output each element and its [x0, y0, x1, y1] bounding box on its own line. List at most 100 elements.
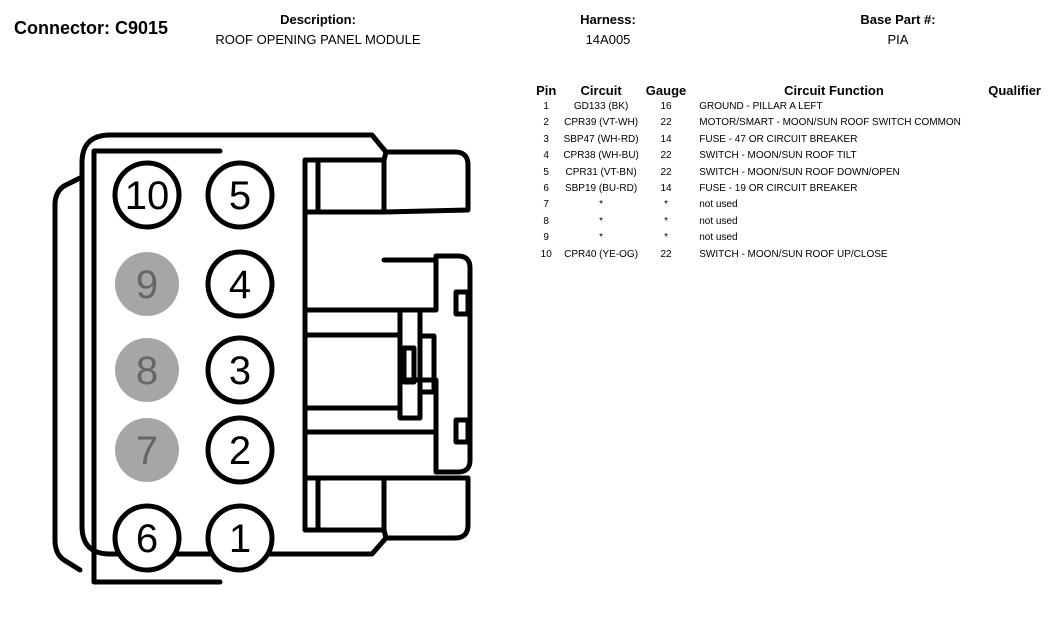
cell-qualifier — [977, 99, 1041, 115]
pin-label: 5 — [229, 174, 251, 218]
pin-circle — [112, 160, 182, 230]
cell-circuit: CPR31 (VT-BN) — [565, 166, 637, 178]
cell-pin: 1 — [543, 101, 549, 112]
housing-lock-outer — [433, 253, 473, 475]
cell-circuit: CPR38 (WH-BU) — [563, 150, 639, 162]
column-header-qualifier: Qualifier — [988, 83, 1041, 98]
pin-label: 7 — [136, 429, 158, 473]
table-row: 10 CPR40 (YE-OG) 22 SWITCH - MOON/SUN ROOF … — [531, 247, 1041, 263]
pin-label: 10 — [125, 174, 170, 218]
pin-label: 6 — [136, 517, 158, 561]
cell-function: GROUND - PILLAR A LEFT — [699, 101, 823, 112]
pin-label: 2 — [229, 429, 251, 473]
cell-function: SWITCH - MOON/SUN ROOF UP/CLOSE — [699, 248, 888, 260]
pin-circle — [205, 415, 275, 485]
pin-circle — [205, 249, 275, 319]
pin-label: 9 — [136, 263, 158, 307]
cell-circuit: GD133 (BK) — [573, 101, 629, 112]
cell-function: not used — [699, 215, 738, 227]
housing-right-upper-tab — [381, 149, 471, 215]
housing-lock-slot — [401, 345, 417, 385]
housing-lock-clip-bottom — [453, 417, 471, 445]
cell-pin: 9 — [543, 232, 549, 244]
cell-circuit: * — [599, 215, 604, 227]
pin-circle — [112, 503, 182, 573]
column-header-pin: Pin — [536, 83, 557, 98]
cell-qualifier — [977, 247, 1041, 263]
pin-2: 2 — [205, 415, 275, 485]
cell-circuit: * — [599, 199, 604, 211]
table-row: 9**not used — [531, 230, 1041, 246]
cell-qualifier — [977, 148, 1041, 164]
cell-gauge: 22 — [660, 150, 672, 162]
cell-function: FUSE - 19 OR CIRCUIT BREAKER — [699, 183, 858, 195]
housing-right-lower-tab — [381, 475, 471, 541]
column-header-gauge: Gauge — [645, 83, 687, 98]
column-header-circuit: Circuit — [580, 83, 622, 98]
pin-circle — [115, 418, 179, 482]
housing-lock-clip-top — [453, 289, 471, 317]
pin-label: 1 — [229, 517, 251, 561]
table-row: 8 * * not used — [531, 214, 1041, 230]
housing-lock-nub — [417, 333, 437, 395]
cell-pin: 8 — [543, 215, 549, 227]
connector-title: Connector: C9015 — [14, 18, 169, 38]
cell-circuit: * — [599, 232, 604, 244]
pin-circle — [205, 335, 275, 405]
cell-pin: 6 — [543, 183, 549, 195]
cell-gauge: * — [664, 215, 668, 227]
cell-circuit: CPR40 (YE-OG) — [564, 248, 639, 260]
column-header-function: Circuit Function — [784, 83, 884, 98]
cell-function: SWITCH - MOON/SUN ROOF TILT — [699, 150, 857, 162]
pin-8: 8 — [115, 338, 179, 402]
connector-housing — [52, 132, 473, 585]
pin-label: 3 — [229, 349, 251, 393]
pin-9: 9 — [115, 252, 179, 316]
cell-gauge: 22 — [660, 248, 672, 260]
table-row: 4 CPR38 (WH-BU) 22 SWITCH - MOON/SUN ROOF T… — [531, 148, 1041, 164]
harness-value: 14A005 — [585, 32, 631, 47]
cell-circuit: SBP47 (WH-RD) — [563, 133, 639, 145]
cell-qualifier — [977, 214, 1041, 230]
cell-function: FUSE - 47 OR CIRCUIT BREAKER — [699, 133, 858, 145]
pin-label: 8 — [136, 349, 158, 393]
table-row: 3 SBP47 (WH-RD) 14 FUSE - 47 OR CIRCUIT BRE… — [531, 132, 1041, 148]
pin-circle — [115, 252, 179, 316]
pin-circle — [205, 160, 275, 230]
cell-function: MOTOR/SMART - MOON/SUN ROOF SWITCH COMMO… — [699, 117, 961, 129]
cell-qualifier — [977, 197, 1041, 213]
cell-pin: 3 — [543, 133, 549, 145]
cell-gauge: 16 — [660, 101, 672, 112]
pin-table-header: Pin Circuit Gauge Circuit Function Quali… — [531, 82, 1041, 99]
housing-body — [79, 132, 389, 557]
base-part-value: PIA — [887, 32, 909, 47]
table-row: 1 GD133 (BK) 16 GROUND - PILLAR A LEFT — [531, 99, 1041, 115]
description-label: Description: — [280, 12, 356, 27]
cell-gauge: 22 — [660, 117, 672, 129]
pin-1: 1 — [205, 503, 275, 573]
pin-5: 5 — [205, 160, 275, 230]
cell-pin: 10 — [540, 248, 552, 260]
cell-gauge: 14 — [660, 133, 672, 145]
cell-qualifier — [977, 115, 1041, 131]
cell-qualifier — [977, 165, 1041, 181]
cell-qualifier — [977, 181, 1041, 197]
pin-circle — [115, 338, 179, 402]
cell-pin: 4 — [543, 150, 549, 162]
description-value: ROOF OPENING PANEL MODULE — [215, 32, 421, 47]
cell-gauge: * — [664, 199, 668, 211]
cell-function: not used — [699, 232, 738, 244]
cell-function: not used — [699, 199, 738, 211]
cell-circuit: SBP19 (BU-RD) — [564, 183, 638, 195]
harness-label: Harness: — [580, 12, 636, 27]
pin-7: 7 — [115, 418, 179, 482]
cell-qualifier — [977, 132, 1041, 148]
pin-circle — [205, 503, 275, 573]
cell-qualifier — [977, 230, 1041, 246]
